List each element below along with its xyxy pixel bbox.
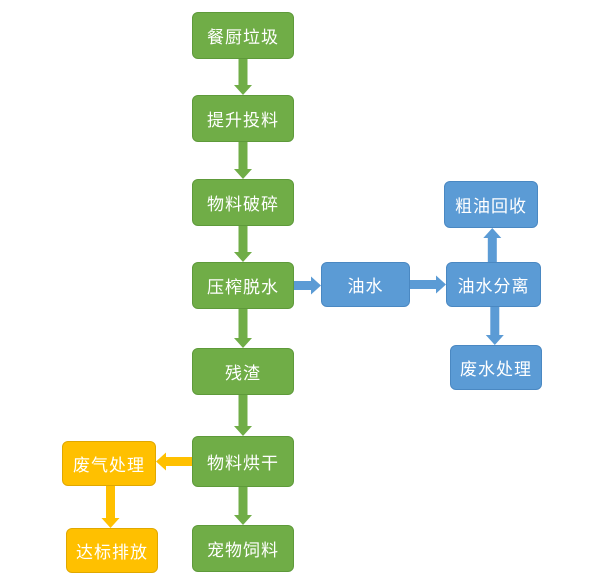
node-press-dewater: 压榨脱水 <box>192 262 294 309</box>
node-material-dry: 物料烘干 <box>192 436 294 487</box>
arrow-exhaust-treatment-to-emission-compliance <box>101 486 120 528</box>
arrow-press-dewater-to-oil-water <box>294 276 321 295</box>
arrow-press-dewater-to-residue <box>234 309 252 348</box>
arrow-oil-water-to-oil-water-separation <box>410 275 446 294</box>
node-kitchen-waste: 餐厨垃圾 <box>192 12 294 59</box>
node-oil-water: 油水 <box>321 262 410 307</box>
arrow-kitchen-waste-to-lift-feed <box>234 59 252 95</box>
node-material-crush: 物料破碎 <box>192 179 294 226</box>
node-residue: 残渣 <box>192 348 294 395</box>
arrow-residue-to-material-dry <box>234 395 252 436</box>
node-wastewater-treatment: 废水处理 <box>450 345 542 390</box>
arrow-lift-feed-to-material-crush <box>234 142 252 179</box>
arrow-material-crush-to-press-dewater <box>234 226 252 262</box>
node-emission-compliance: 达标排放 <box>66 528 158 573</box>
node-crude-oil-recovery: 粗油回收 <box>444 181 538 228</box>
arrow-oil-water-separation-to-crude-oil-recovery <box>483 228 502 262</box>
node-exhaust-treatment: 废气处理 <box>62 441 156 486</box>
arrow-material-dry-to-pet-feed <box>234 487 252 525</box>
node-lift-feed: 提升投料 <box>192 95 294 142</box>
node-pet-feed: 宠物饲料 <box>192 525 294 572</box>
arrow-material-dry-to-exhaust-treatment <box>156 452 192 471</box>
arrow-oil-water-separation-to-wastewater-treatment <box>485 307 504 345</box>
node-oil-water-separation: 油水分离 <box>446 262 541 307</box>
